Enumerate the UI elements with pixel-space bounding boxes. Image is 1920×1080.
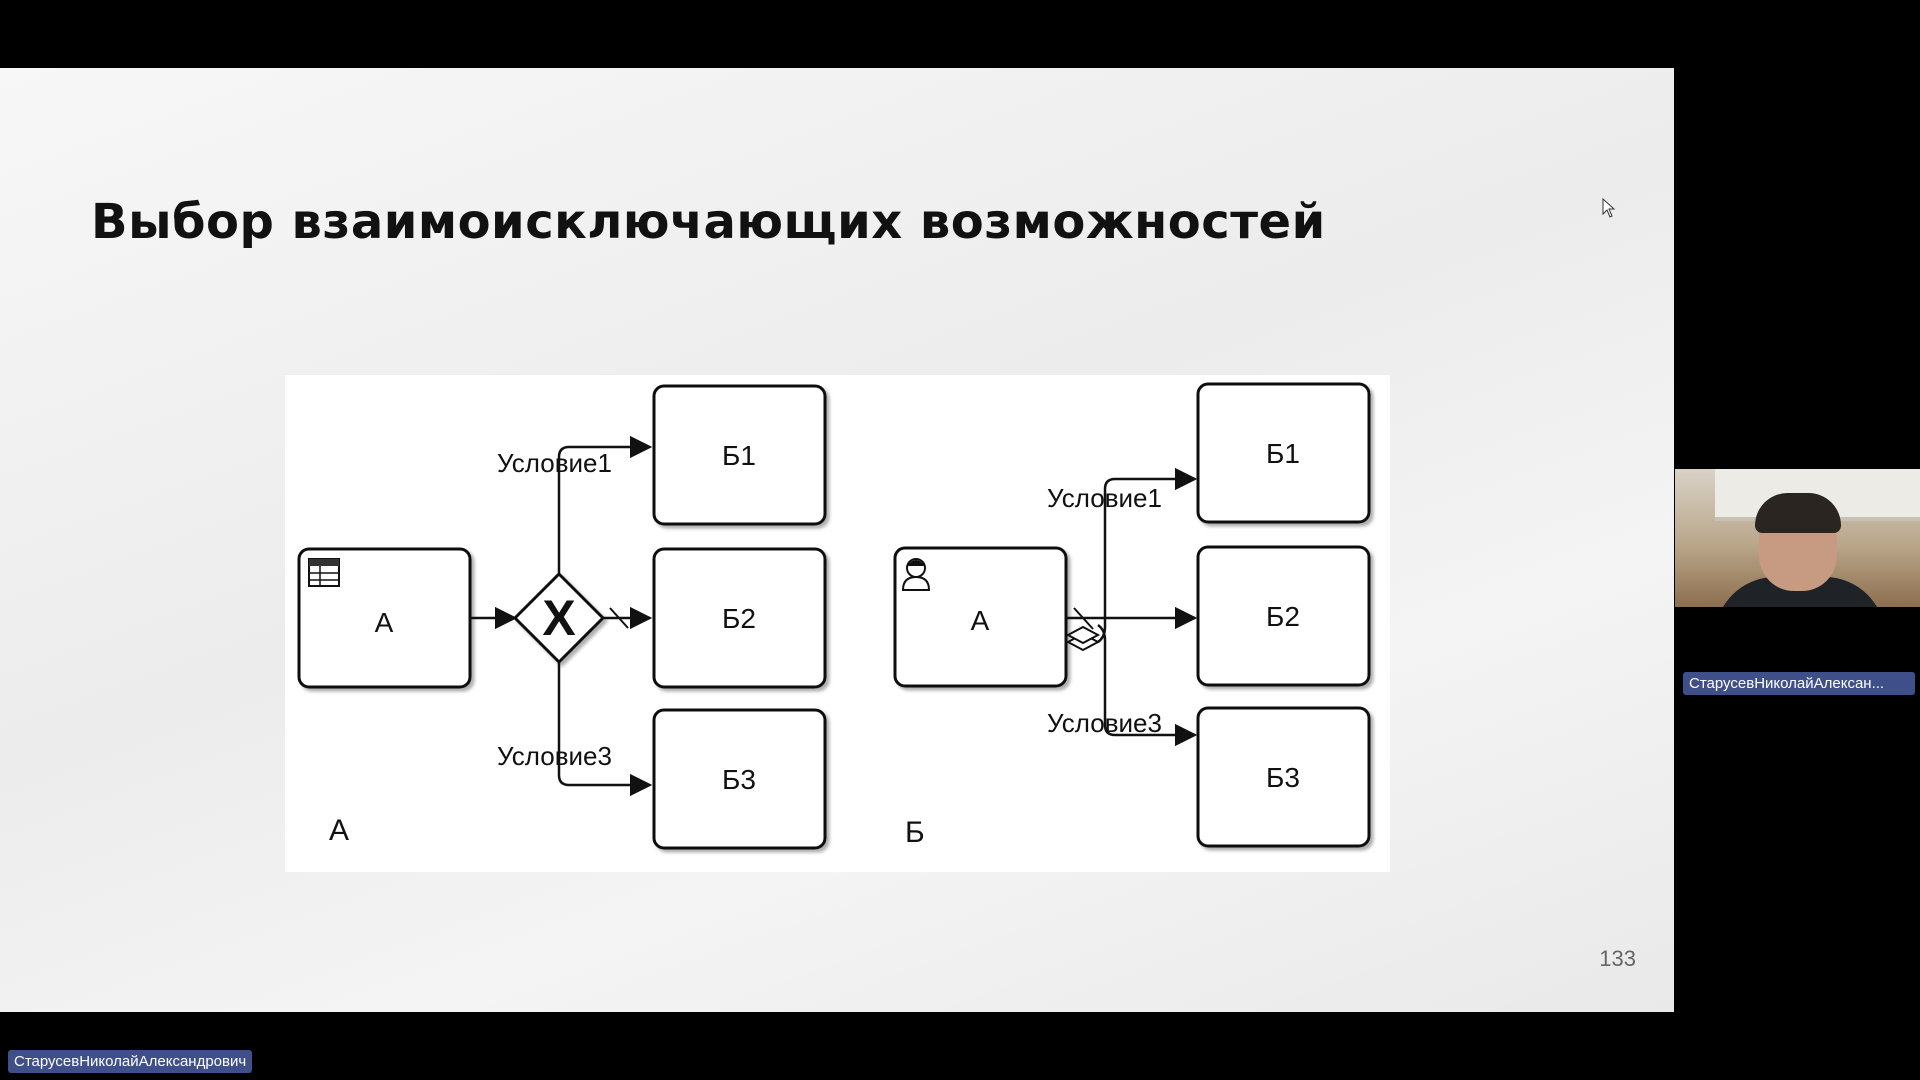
participant-name-tag: СтарусевНиколайАлексан... bbox=[1683, 672, 1915, 695]
exclusive-gateway-x-icon: X bbox=[512, 571, 606, 665]
task-a-label-b: А bbox=[971, 605, 990, 636]
task-b3-box bbox=[652, 708, 827, 850]
task-b1-label-b: Б1 bbox=[1266, 438, 1300, 469]
condition-1-label-b: Условие1 bbox=[1047, 483, 1162, 513]
participant-video-tile[interactable] bbox=[1675, 469, 1920, 607]
video-person-hair bbox=[1755, 493, 1841, 533]
mouse-cursor-icon bbox=[1602, 198, 1616, 218]
condition-1-label: Условие1 bbox=[497, 448, 612, 478]
bpmn-diagram: А X Условие1 Условие3 Б1 Б2 bbox=[285, 375, 1390, 872]
panel-a-caption: А bbox=[329, 814, 349, 847]
task-b1-box-b bbox=[1196, 382, 1371, 524]
diagram-canvas: А X Условие1 Условие3 Б1 Б2 bbox=[297, 382, 1371, 850]
task-b1-label: Б1 bbox=[722, 440, 756, 471]
task-b2-box bbox=[652, 547, 827, 689]
task-a-label: А bbox=[375, 607, 394, 638]
task-b1-box bbox=[652, 384, 827, 526]
panel-b-caption: Б bbox=[905, 816, 925, 849]
presentation-slide: Выбор взаимоисключающих возможностей bbox=[0, 68, 1674, 1012]
task-b2-label: Б2 bbox=[722, 603, 756, 634]
panel-a: А X Условие1 Условие3 Б1 Б2 bbox=[297, 384, 827, 850]
slide-title: Выбор взаимоисключающих возможностей bbox=[91, 194, 1326, 250]
user-icon bbox=[901, 558, 931, 591]
task-b3-box-b bbox=[1196, 706, 1371, 848]
task-b2-label-b: Б2 bbox=[1266, 601, 1300, 632]
task-b2-box-b bbox=[1196, 545, 1371, 687]
task-b3-label: Б3 bbox=[722, 764, 756, 795]
presenter-name-tag: СтарусевНиколайАлександрович bbox=[8, 1050, 253, 1073]
panel-b: А Условие1 Условие3 Б1 Б2 Б3 Б bbox=[893, 382, 1371, 849]
svg-text:X: X bbox=[542, 590, 575, 646]
table-icon bbox=[308, 558, 340, 587]
condition-3-label: Условие3 bbox=[497, 741, 612, 771]
task-b3-label-b: Б3 bbox=[1266, 762, 1300, 793]
page-number: 133 bbox=[1599, 946, 1636, 971]
condition-3-label-b: Условие3 bbox=[1047, 708, 1162, 738]
